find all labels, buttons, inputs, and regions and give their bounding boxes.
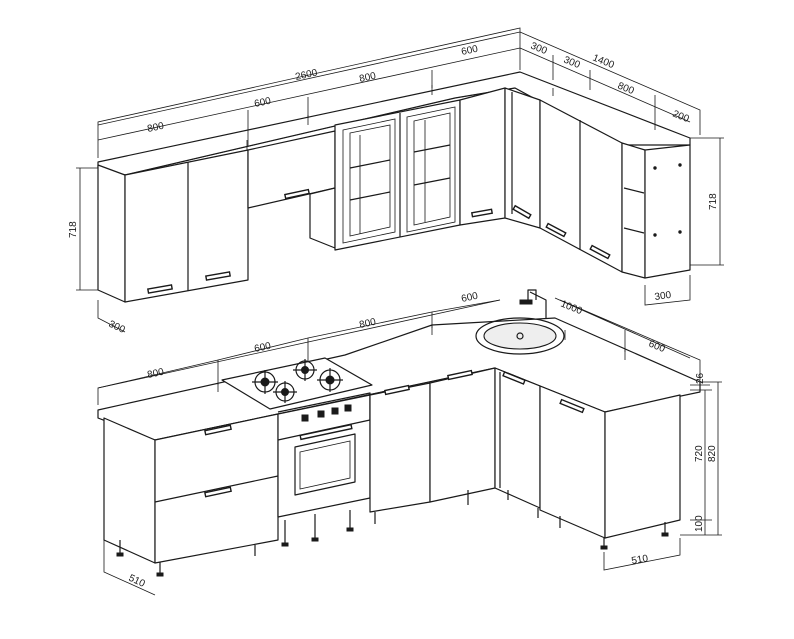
dim-lower-plinth: 100 xyxy=(694,515,705,532)
lower-cabinets xyxy=(97,289,701,577)
dim-lower-total-height: 820 xyxy=(707,445,718,462)
lower-end-cabinet xyxy=(604,394,681,539)
lower-sink-cabinet xyxy=(429,367,496,503)
upper-lift-cabinet xyxy=(247,130,336,249)
lower-side-cabinet xyxy=(539,385,606,539)
lower-left-drawer-unit xyxy=(103,413,279,564)
legs xyxy=(116,490,669,577)
upper-corner-cabinet xyxy=(504,87,541,229)
gas-hob xyxy=(221,357,373,410)
dim-upper-b: 600 xyxy=(253,96,272,110)
dim-upper-c: 800 xyxy=(358,71,377,85)
lower-cabinet-a xyxy=(369,382,431,513)
dim-lower-top-thickness: 26 xyxy=(695,372,706,384)
dim-lower-depth-left: 510 xyxy=(127,573,147,590)
upper-glass-cabinets xyxy=(334,99,461,251)
dim-lower-depth-right: 510 xyxy=(631,553,650,567)
dim-upper-height-right: 718 xyxy=(708,193,719,210)
dim-lower-carcass-height: 720 xyxy=(694,445,705,462)
upper-dimension-lines: 2600 800 600 800 600 1400 300 300 800 20… xyxy=(68,27,724,336)
dim-upper-depth-left: 300 xyxy=(107,319,127,336)
sink xyxy=(475,289,565,355)
lower-oven-unit xyxy=(277,392,371,518)
dim-lower-side-a: 1000 xyxy=(559,299,584,318)
dim-upper-side-c: 800 xyxy=(616,81,636,98)
upper-end-shelf xyxy=(621,142,691,279)
dim-lower-a: 800 xyxy=(146,367,165,381)
dim-upper-height-left: 718 xyxy=(68,221,79,238)
dim-upper-side-b: 300 xyxy=(562,55,582,72)
upper-left-cabinet xyxy=(97,149,249,303)
dim-upper-side-d: 200 xyxy=(671,109,691,126)
upper-cabinets xyxy=(97,71,691,303)
dim-lower-d: 600 xyxy=(460,291,479,305)
dim-lower-c: 800 xyxy=(358,317,377,331)
upper-narrow-cabinet xyxy=(459,87,506,226)
dim-lower-b: 600 xyxy=(253,341,272,355)
dim-upper-a: 800 xyxy=(146,121,165,135)
dim-lower-side-b: 600 xyxy=(647,339,667,356)
dim-upper-total: 2600 xyxy=(294,67,318,82)
dim-upper-d: 600 xyxy=(460,44,479,58)
dim-upper-depth-right: 300 xyxy=(654,290,672,303)
lower-corner-cabinet xyxy=(494,367,541,509)
